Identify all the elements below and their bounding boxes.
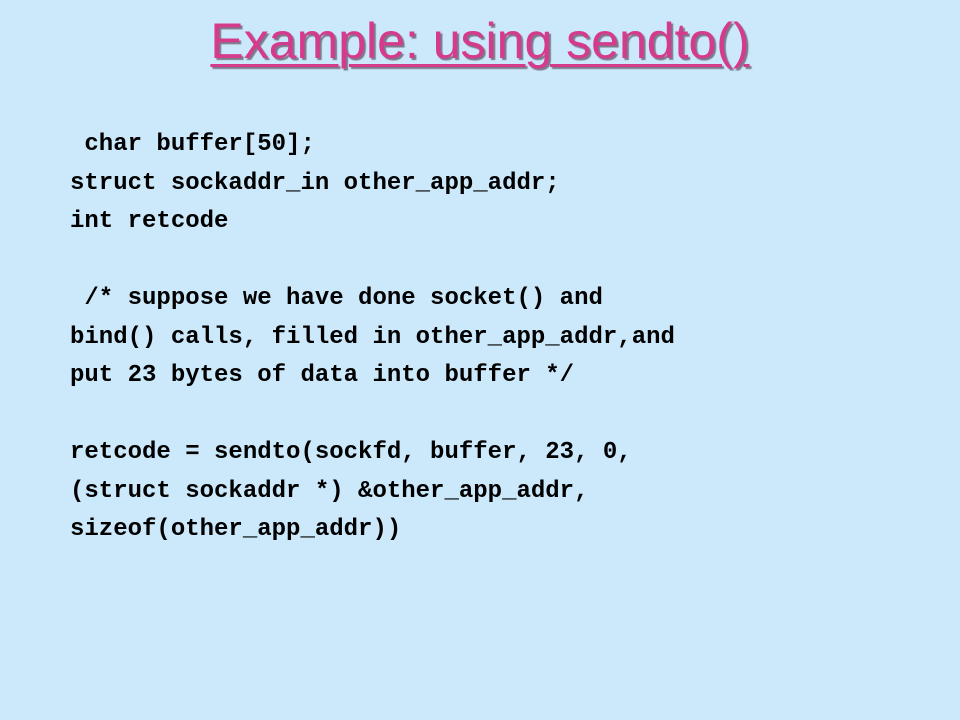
code-line-11: sizeof(other_app_addr))	[70, 516, 402, 543]
code-line-1: char buffer[50];	[70, 131, 315, 158]
code-block: char buffer[50]; struct sockaddr_in othe…	[70, 126, 940, 550]
code-line-6: bind() calls, filled in other_app_addr,a…	[70, 323, 675, 351]
code-line-5: /* suppose we have done socket() and	[70, 285, 603, 312]
code-line-9: retcode = sendto(sockfd, buffer, 23, 0,	[70, 439, 632, 466]
code-line-2: struct sockaddr_in other_app_addr;	[70, 169, 560, 197]
slide-title: Example: using sendto()	[210, 13, 750, 69]
code-line-blank-2	[70, 396, 940, 435]
code-line-3: int retcode	[70, 208, 229, 235]
code-line-blank-1	[70, 242, 940, 281]
code-line-7: put 23 bytes of data into buffer */	[70, 362, 575, 389]
code-line-10: (struct sockaddr *) &other_app_addr,	[70, 477, 589, 505]
